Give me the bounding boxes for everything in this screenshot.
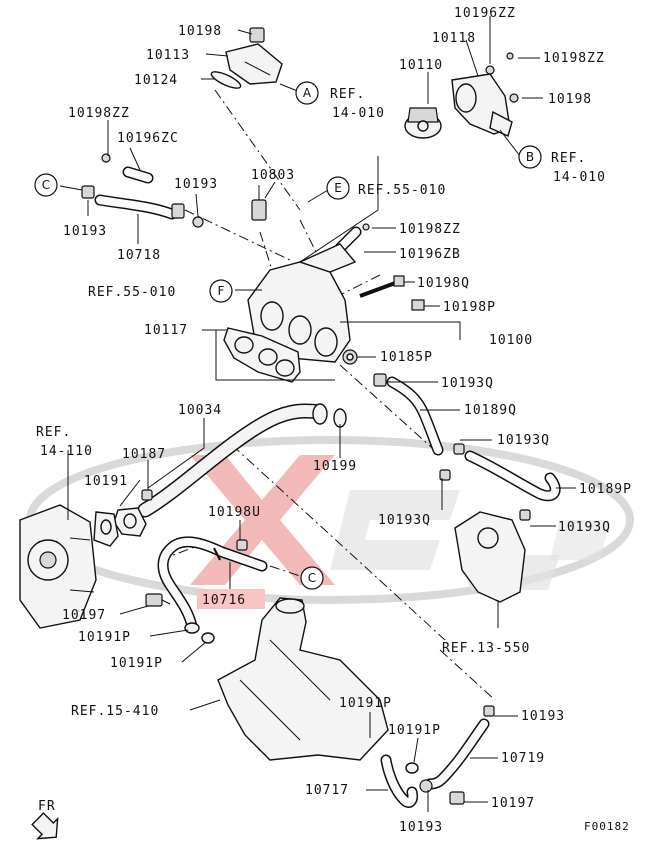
label-10193-right: 10193	[521, 709, 565, 724]
ref-exhaust: REF.15-410	[71, 704, 159, 719]
callout-c-upper: C	[34, 173, 58, 197]
part-10189q-hose	[373, 373, 465, 456]
part-exhaust-manifold-ref-15-410	[217, 597, 389, 761]
part-10718-pipe	[81, 153, 204, 228]
callout-e-letter: E	[334, 181, 342, 195]
label-10191p-a: 10191P	[78, 630, 131, 645]
callout-c-lower: C	[300, 566, 324, 590]
part-10803-sensor	[251, 185, 267, 221]
part-10719-hose	[424, 705, 495, 790]
part-10124-gasket	[210, 71, 242, 89]
part-water-pump-ref-13-550	[439, 469, 531, 603]
label-10193q-b: 10193Q	[497, 433, 550, 448]
label-10198p: 10198P	[443, 300, 496, 315]
part-10198q-bolt	[359, 275, 405, 298]
part-turbo-ref-14-110	[19, 504, 97, 629]
label-10196zz: 10196ZZ	[454, 6, 516, 21]
ref-b-line1: REF.	[551, 151, 586, 166]
front-label: FR	[38, 799, 56, 814]
label-10187: 10187	[122, 447, 166, 462]
callout-c-lower-letter: C	[308, 571, 316, 585]
label-10196zc: 10196ZC	[117, 131, 179, 146]
callout-a: A	[295, 81, 319, 105]
label-10124: 10124	[134, 73, 178, 88]
label-10117: 10117	[144, 323, 188, 338]
callout-f: F	[209, 279, 233, 303]
label-10110: 10110	[399, 58, 443, 73]
label-10191p-c: 10191P	[339, 696, 392, 711]
label-10717: 10717	[305, 783, 349, 798]
label-10193-left: 10193	[63, 224, 107, 239]
leader-lines	[59, 16, 576, 812]
label-10198zz-mid: 10198ZZ	[399, 222, 461, 237]
callout-b: B	[518, 145, 542, 169]
part-10189p-hose	[464, 450, 561, 502]
part-10196zb-hose	[334, 223, 370, 254]
label-10193q-c: 10193Q	[378, 513, 431, 528]
callout-e: E	[326, 176, 350, 200]
ref-a-line2: 14-010	[332, 106, 385, 121]
ref-turbo-line2: 14-110	[40, 444, 93, 459]
part-labels: 10198 10113 10124 10196ZZ 10118 10198ZZ …	[62, 6, 632, 835]
ref-e: REF.55-010	[358, 183, 446, 198]
label-10197-left: 10197	[62, 608, 106, 623]
ref-water-pump: REF.13-550	[442, 641, 530, 656]
callout-f-letter: F	[218, 284, 225, 298]
label-10118: 10118	[432, 31, 476, 46]
label-10803: 10803	[251, 168, 295, 183]
label-10197-bottom: 10197	[491, 796, 535, 811]
label-10198u: 10198U	[208, 505, 261, 520]
figure-code: F00182	[584, 820, 630, 833]
ref-b-line2: 14-010	[553, 170, 606, 185]
label-10716: 10716	[202, 593, 246, 608]
ref-a-line1: REF.	[330, 87, 365, 102]
label-10191p-b: 10191P	[110, 656, 163, 671]
part-10197-bolt	[145, 593, 171, 607]
part-10100-water-outlet	[247, 243, 461, 363]
callout-b-letter: B	[526, 150, 534, 164]
label-10191: 10191	[84, 474, 128, 489]
part-10191-gasket	[93, 489, 153, 547]
part-10110-thermostat	[404, 107, 442, 139]
ref-labels: REF. 14-010 REF. 14-010 REF.55-010 REF.5…	[36, 87, 606, 719]
label-10193q-a: 10193Q	[441, 376, 494, 391]
label-10189p: 10189P	[579, 482, 632, 497]
label-10034: 10034	[178, 403, 222, 418]
ref-turbo-line1: REF.	[36, 425, 71, 440]
callout-c-upper-letter: C	[42, 178, 50, 192]
label-10100: 10100	[489, 333, 533, 348]
label-10193-bottom: 10193	[399, 820, 443, 835]
label-10199: 10199	[313, 459, 357, 474]
label-10185p: 10185P	[380, 350, 433, 365]
part-10198p-bolt	[411, 299, 425, 311]
label-10193q-d: 10193Q	[558, 520, 611, 535]
part-10113-housing	[225, 27, 283, 85]
label-10198zz-left: 10198ZZ	[68, 106, 130, 121]
label-10193-top: 10193	[174, 177, 218, 192]
callout-a-letter: A	[303, 86, 312, 100]
label-10191p-d: 10191P	[388, 723, 441, 738]
part-10117-gasket	[223, 327, 301, 383]
part-10118-housing	[451, 52, 519, 137]
label-10718: 10718	[117, 248, 161, 263]
label-10196zb: 10196ZB	[399, 247, 461, 262]
label-10198: 10198	[178, 24, 222, 39]
part-10716-pipe	[157, 536, 268, 632]
front-arrow-icon	[31, 812, 59, 840]
ref-f: REF.55-010	[88, 285, 176, 300]
label-10198q: 10198Q	[417, 276, 470, 291]
highlight-10716	[197, 589, 265, 609]
label-10189q: 10189Q	[464, 403, 517, 418]
label-10113: 10113	[146, 48, 190, 63]
label-10719: 10719	[501, 751, 545, 766]
part-10034-pipe	[137, 403, 347, 518]
part-10717-pipe	[380, 754, 433, 808]
label-10198-right: 10198	[548, 92, 592, 107]
part-10185p-plug	[342, 349, 358, 365]
part-10197-bolt-lower	[449, 791, 465, 805]
label-10198zz-top: 10198ZZ	[543, 51, 605, 66]
